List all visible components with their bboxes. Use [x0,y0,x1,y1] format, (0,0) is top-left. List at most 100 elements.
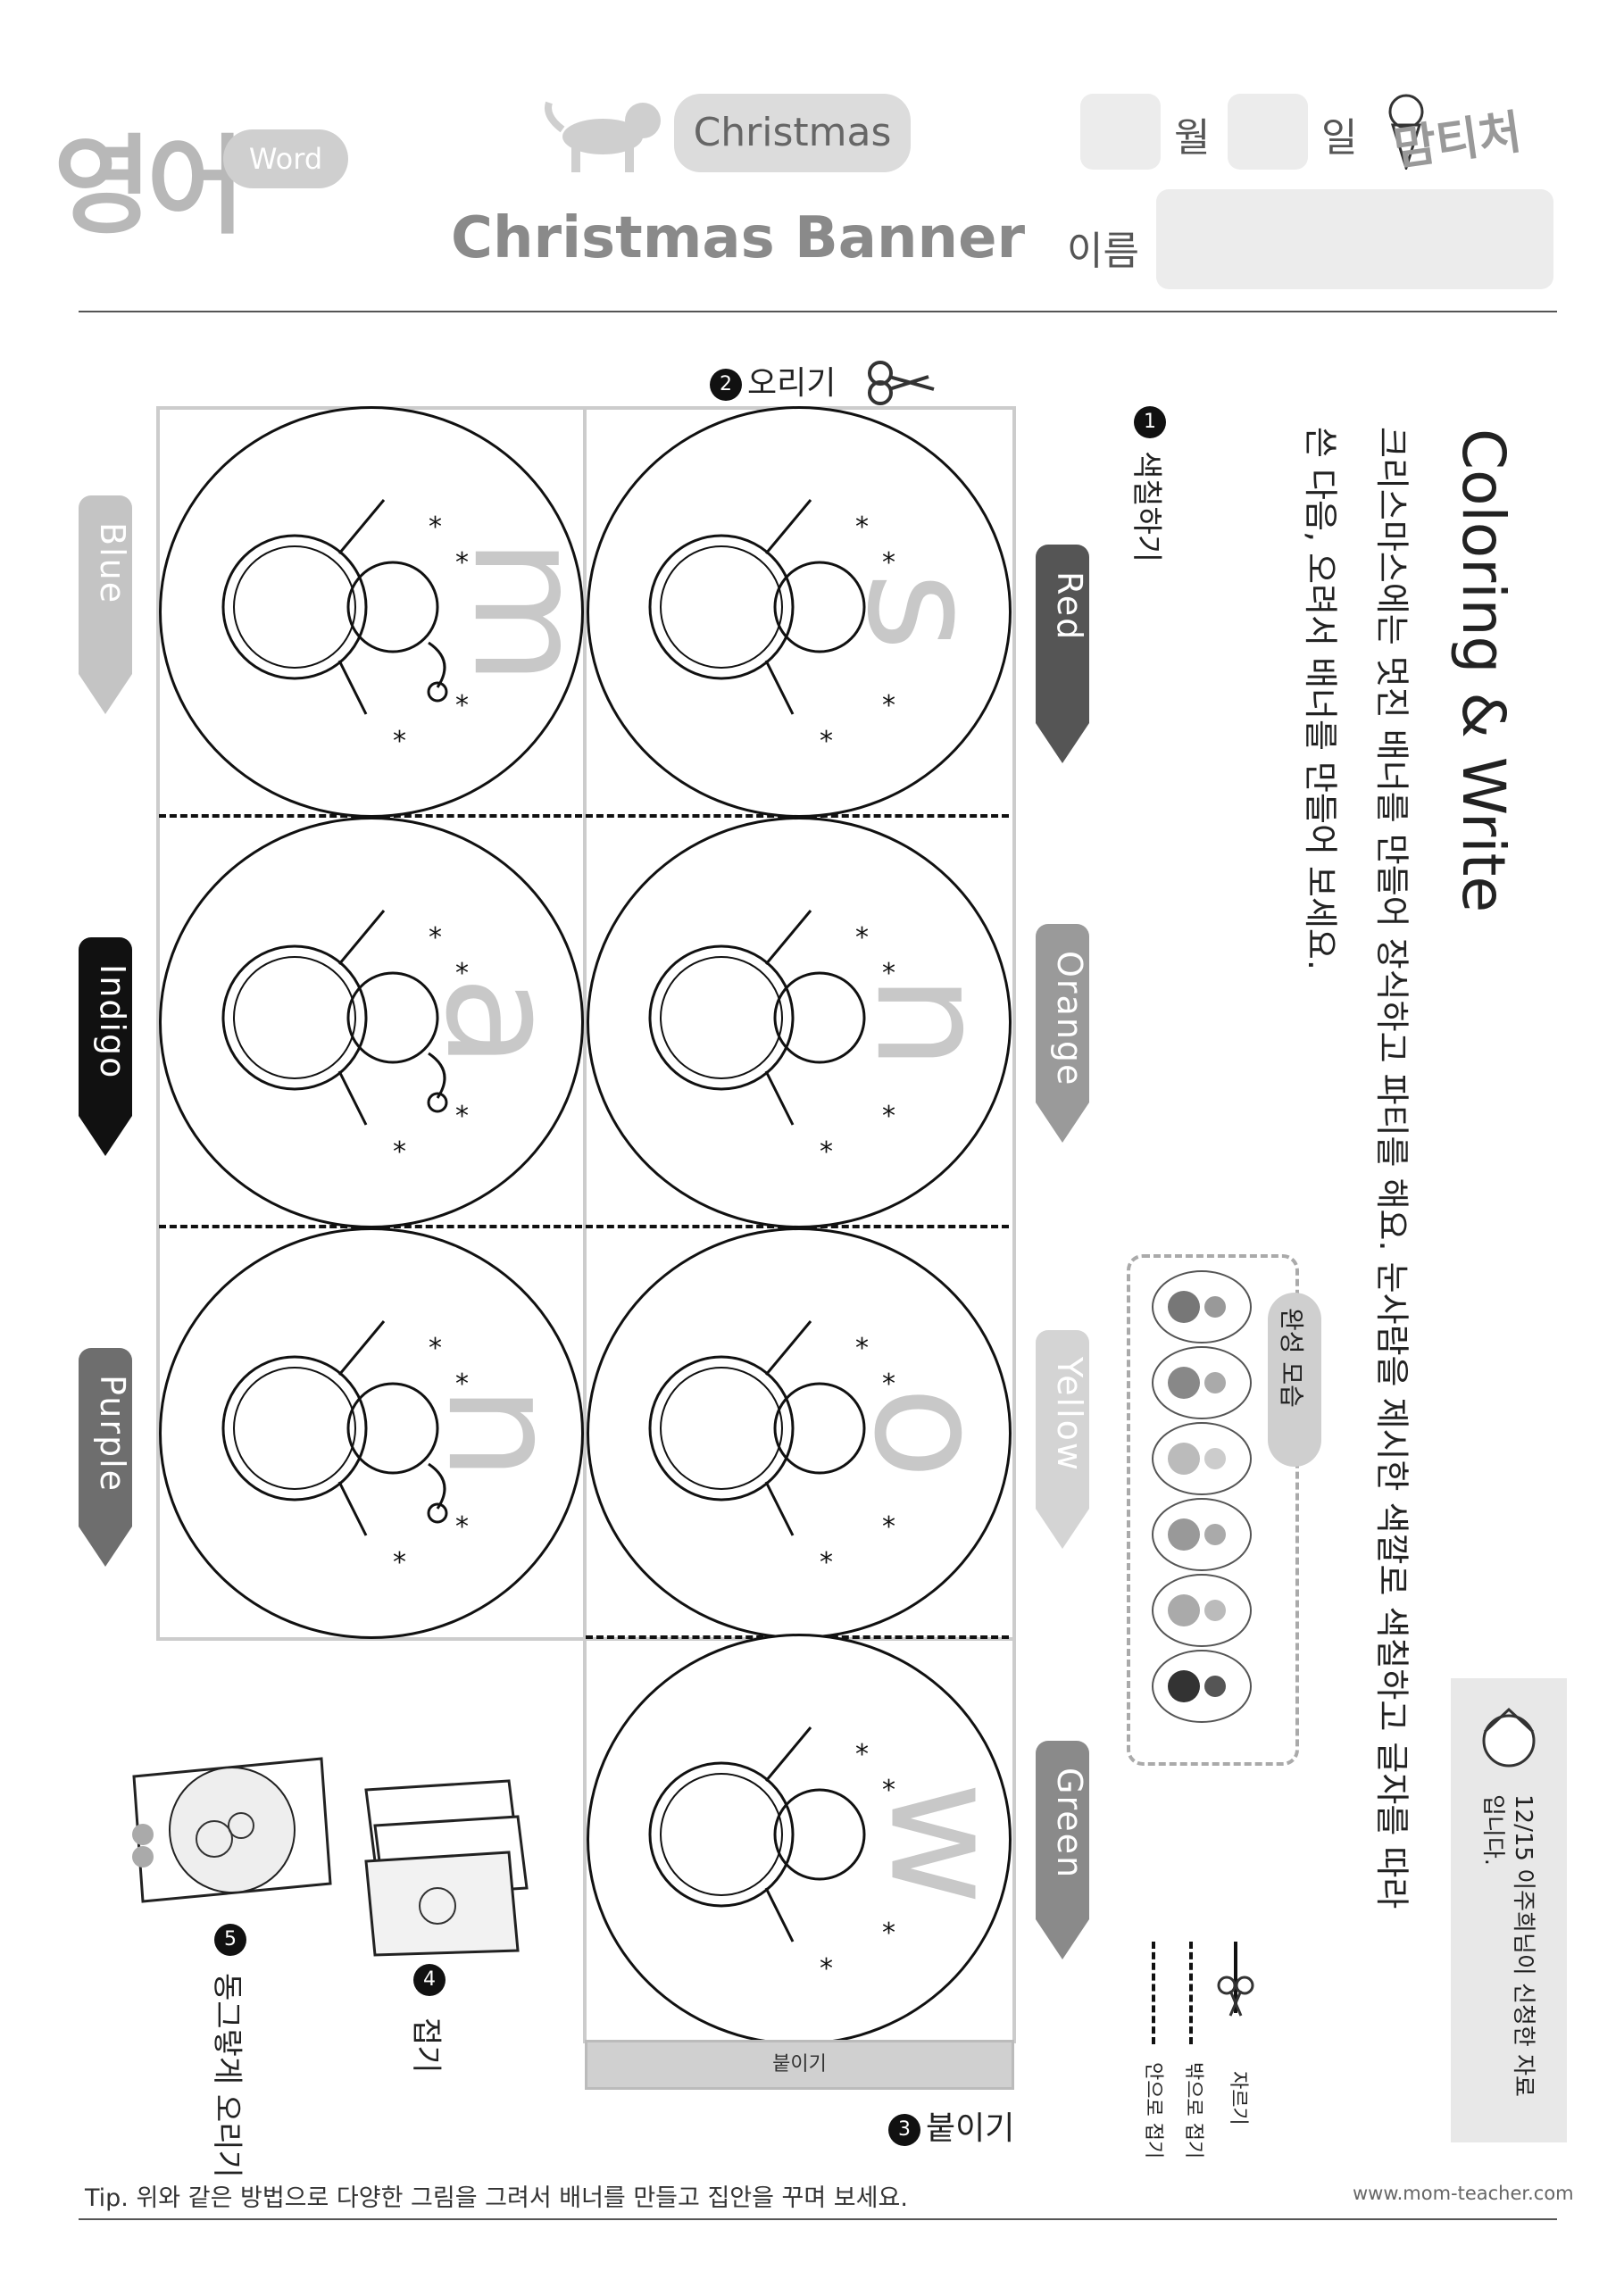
crayon-tip [1036,1102,1089,1143]
preview-banner-image [1152,1270,1252,1723]
crayon-label: Orange [1050,951,1089,1087]
fold-illustration [364,1779,529,1957]
round-cut-illustration [132,1757,332,1903]
crayon-label: Yellow [1050,1357,1089,1472]
crayon-tip [79,674,132,714]
banner-circle [587,406,1012,818]
banner-letter: n [412,1385,590,1481]
teacher-avatar-icon [1482,1707,1536,1768]
day-field[interactable] [1228,94,1308,170]
pencil-mascot-icon [1388,94,1424,170]
svg-text:*: * [429,512,442,543]
svg-text:*: * [882,1775,895,1806]
crayon-tip [1036,1919,1089,1959]
topic-badge: Christmas [674,94,911,172]
requester-note: 12/15 이주희님이 신청한 자료입니다. [1451,1678,1567,2142]
name-field[interactable] [1156,189,1553,289]
svg-text:*: * [393,726,406,750]
banner-circle [587,817,1012,1228]
banner-letter: s [833,571,1011,652]
step-number: 4 [413,1964,446,1996]
svg-text:*: * [455,958,469,989]
svg-text:*: * [882,1368,895,1400]
logo: 영어 [54,125,246,249]
banner-circle [159,817,584,1228]
banner-circle [587,1634,1012,2045]
crayon-purple: Purple [79,1348,132,1571]
crayon-indigo: Indigo [79,937,132,1160]
crayon-body [1036,924,1089,1102]
step-number: 3 [888,2114,920,2146]
dog-icon [545,101,661,172]
step-number: 1 [1134,406,1166,438]
snowman-icon: ** ** [648,499,895,750]
step1-marker: 1 [1134,406,1171,438]
banner-letter: n [841,974,1019,1070]
banner-circle [159,406,584,818]
crayon-tip [1036,1509,1089,1549]
cut-line-sample [1234,1942,1237,2013]
banner-circle [159,1227,584,1639]
svg-text:*: * [882,1511,895,1543]
svg-text:*: * [855,1739,869,1770]
legend-cut: 자르기 [1227,2071,1249,2125]
crayon-tip [79,1116,132,1156]
legend-fold-out: 밖으로 접기 [1182,2062,1204,2159]
crayon-body [1036,1330,1089,1509]
svg-text:*: * [855,1333,869,1364]
svg-text:*: * [820,726,833,750]
logo-pill: Word [223,129,348,188]
header-divider [79,311,1557,312]
crayon-label: Purple [93,1375,132,1493]
crayon-tip [1036,723,1089,763]
preview-label-pill [1268,1293,1321,1467]
instructions-heading: Coloring & Write [1449,428,1518,913]
step-number: 2 [710,369,742,401]
step4-marker: 4 [413,1964,451,1996]
snowman-icon: ** ** [648,910,895,1160]
svg-text:*: * [393,1136,406,1160]
name-label: 이름 [1067,229,1139,274]
fold-line-out [159,814,1009,818]
crayon-label: Green [1050,1768,1089,1880]
instructions-line1: 크리스마스에는 멋진 배너를 만들어 장식하고 파티를 해요. 눈사람을 제시한… [1372,427,1412,1909]
svg-text:*: * [455,547,469,578]
svg-text:*: * [455,690,469,721]
fold-in-line-sample [1152,1942,1155,2044]
step-number: 5 [214,1924,246,1956]
crayon-label: Blue [93,522,132,605]
step1-label: 색칠하기 [1128,451,1164,563]
completed-preview [1127,1254,1299,1766]
note-text: 12/15 이주희님이 신청한 자료입니다. [1479,1794,1537,2097]
snowman-icon: ** ** [221,910,469,1160]
crayon-tip [79,1527,132,1567]
svg-text:*: * [455,1101,469,1132]
month-field[interactable] [1080,94,1161,170]
svg-text:*: * [455,1511,469,1543]
step3-text: 붙이기 [926,2110,1015,2147]
snowman-icon: * * * * [648,1320,895,1571]
scissors-icon [868,361,935,405]
footer-divider [79,2218,1557,2220]
svg-text:*: * [820,1547,833,1571]
step2-text: 오리기 [747,365,837,402]
banner-center-line [583,406,587,1634]
banner-letter: m [438,537,616,686]
snowman-icon: ** ** [221,1320,469,1571]
svg-text:*: * [882,547,895,578]
crayon-red: Red [1036,545,1089,768]
crayon-body [1036,1741,1089,1919]
crayon-label: Red [1050,571,1089,642]
snowman-icon: ** ** [648,1726,895,1977]
svg-text:*: * [882,1917,895,1949]
svg-text:*: * [855,922,869,953]
crayon-orange: Orange [1036,924,1089,1147]
paste-tab: 붙이기 [585,2040,1014,2090]
banner-circle [587,1227,1012,1639]
crayon-yellow: Yellow [1036,1330,1089,1553]
crayon-body [79,1348,132,1527]
fold-out-line-sample [1189,1942,1193,2044]
svg-text:*: * [882,958,895,989]
